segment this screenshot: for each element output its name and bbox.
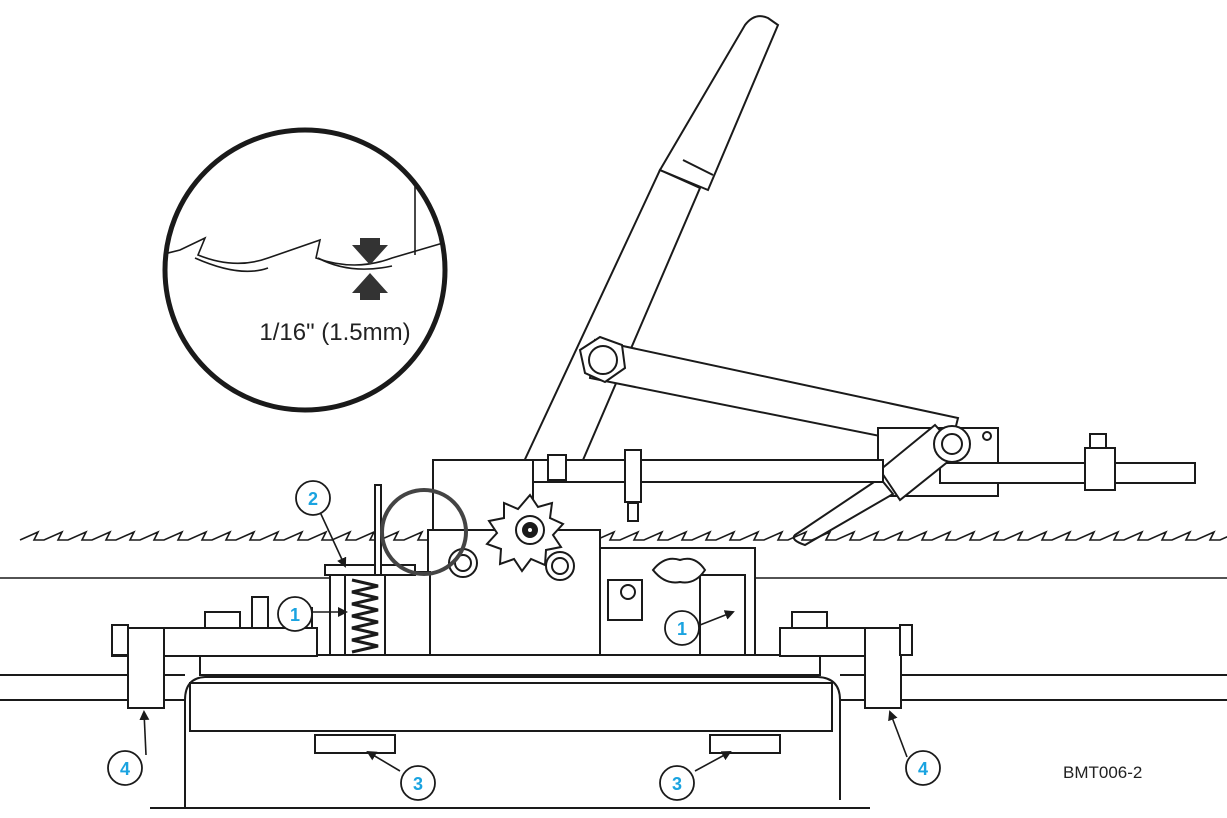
callout-2-number: 2 xyxy=(308,489,318,509)
callout-4-left: 4 xyxy=(107,750,143,786)
link-arm xyxy=(578,335,960,452)
callout-3-right: 3 xyxy=(659,765,695,801)
callout-3-left-number: 3 xyxy=(413,774,423,794)
detail-reference-circle xyxy=(380,488,468,576)
gap-dimension-label: 1/16" (1.5mm) xyxy=(259,319,410,346)
clamp-bracket xyxy=(792,423,1196,547)
gap-arrow-up xyxy=(352,273,388,300)
detail-circle: 1/16" (1.5mm) xyxy=(162,127,448,413)
callout-1-right-number: 1 xyxy=(677,619,687,639)
callout-1-left: 1 xyxy=(277,596,313,632)
callout-3-left: 3 xyxy=(400,765,436,801)
callout-2: 2 xyxy=(295,480,331,516)
callout-4-left-number: 4 xyxy=(120,759,130,779)
callout-4-right-number: 4 xyxy=(918,759,928,779)
callout-3-right-number: 3 xyxy=(672,774,682,794)
callout-1-left-number: 1 xyxy=(290,605,300,625)
side-rails xyxy=(0,611,1227,709)
callout-4-right: 4 xyxy=(905,750,941,786)
figure-code: BMT006-2 xyxy=(1063,763,1142,782)
callout-leaders xyxy=(139,511,908,772)
callout-1-right: 1 xyxy=(664,610,700,646)
upper-rod xyxy=(432,449,884,541)
gap-arrow-down xyxy=(352,238,388,265)
base-frame xyxy=(150,654,870,809)
